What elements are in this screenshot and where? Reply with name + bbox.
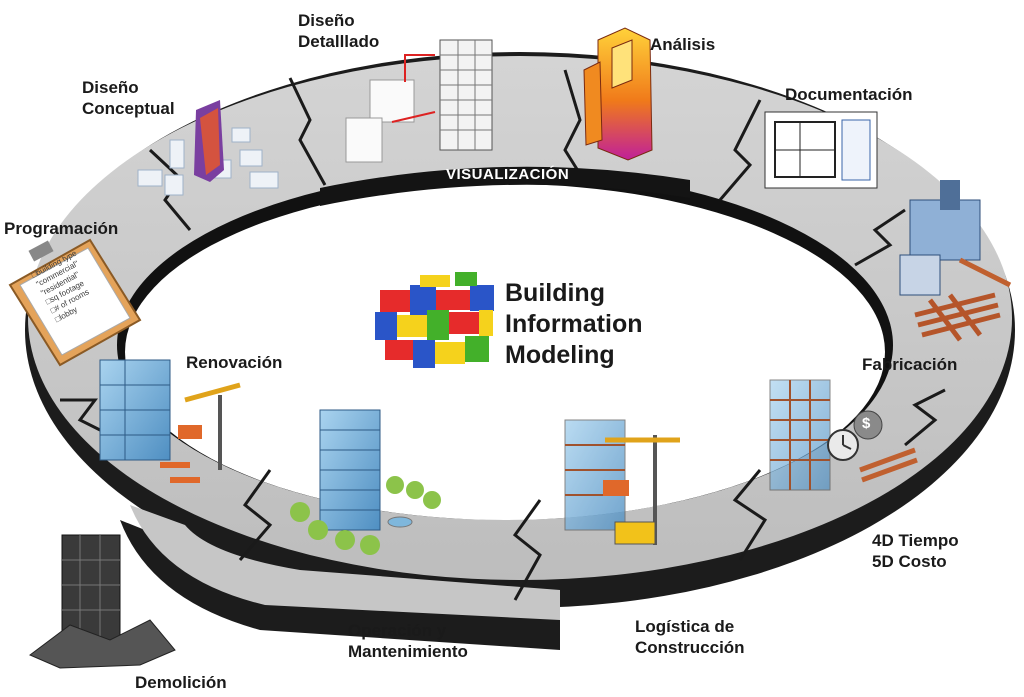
bim-cube-logo — [375, 272, 494, 368]
label-programacion: Programación — [4, 219, 119, 238]
center-title-line1: Building — [505, 279, 605, 307]
excavator-icon — [614, 521, 656, 545]
label-fabricacion: Fabricación — [862, 355, 958, 374]
time-cost-illustration — [769, 379, 918, 491]
ring-hole — [125, 184, 885, 520]
ring-tail-edge — [120, 520, 560, 650]
label-documentacion: Documentación — [785, 85, 913, 104]
coin-icon — [853, 410, 883, 440]
renovation-illustration — [99, 359, 241, 483]
demolition-illustration — [29, 534, 176, 669]
analysis-illustration — [583, 27, 653, 161]
fabrication-illustration — [899, 180, 1012, 342]
label-demolicion: Demolición — [135, 673, 227, 692]
fountain-icon — [387, 516, 413, 528]
detailed-design-illustration — [345, 39, 493, 163]
label-analisis: Análisis — [650, 35, 716, 54]
center-title-line2: Information — [505, 310, 643, 338]
visualization-band — [320, 166, 690, 206]
ring-tail-surface — [130, 505, 560, 620]
center-title-line3: Modeling — [505, 341, 615, 369]
conceptual-model-illustration — [137, 100, 279, 196]
documentation-illustration — [764, 111, 878, 189]
operations-illustration — [290, 409, 441, 555]
clipboard-icon — [8, 238, 142, 367]
center-title: Building Information Modeling — [505, 278, 643, 371]
visualization-label: VISUALIZACIÓN — [446, 166, 570, 183]
logistics-illustration — [564, 419, 680, 545]
label-renovacion: Renovación — [186, 353, 283, 372]
segment-dividers — [60, 69, 946, 601]
cost-symbol: $ — [862, 415, 871, 432]
